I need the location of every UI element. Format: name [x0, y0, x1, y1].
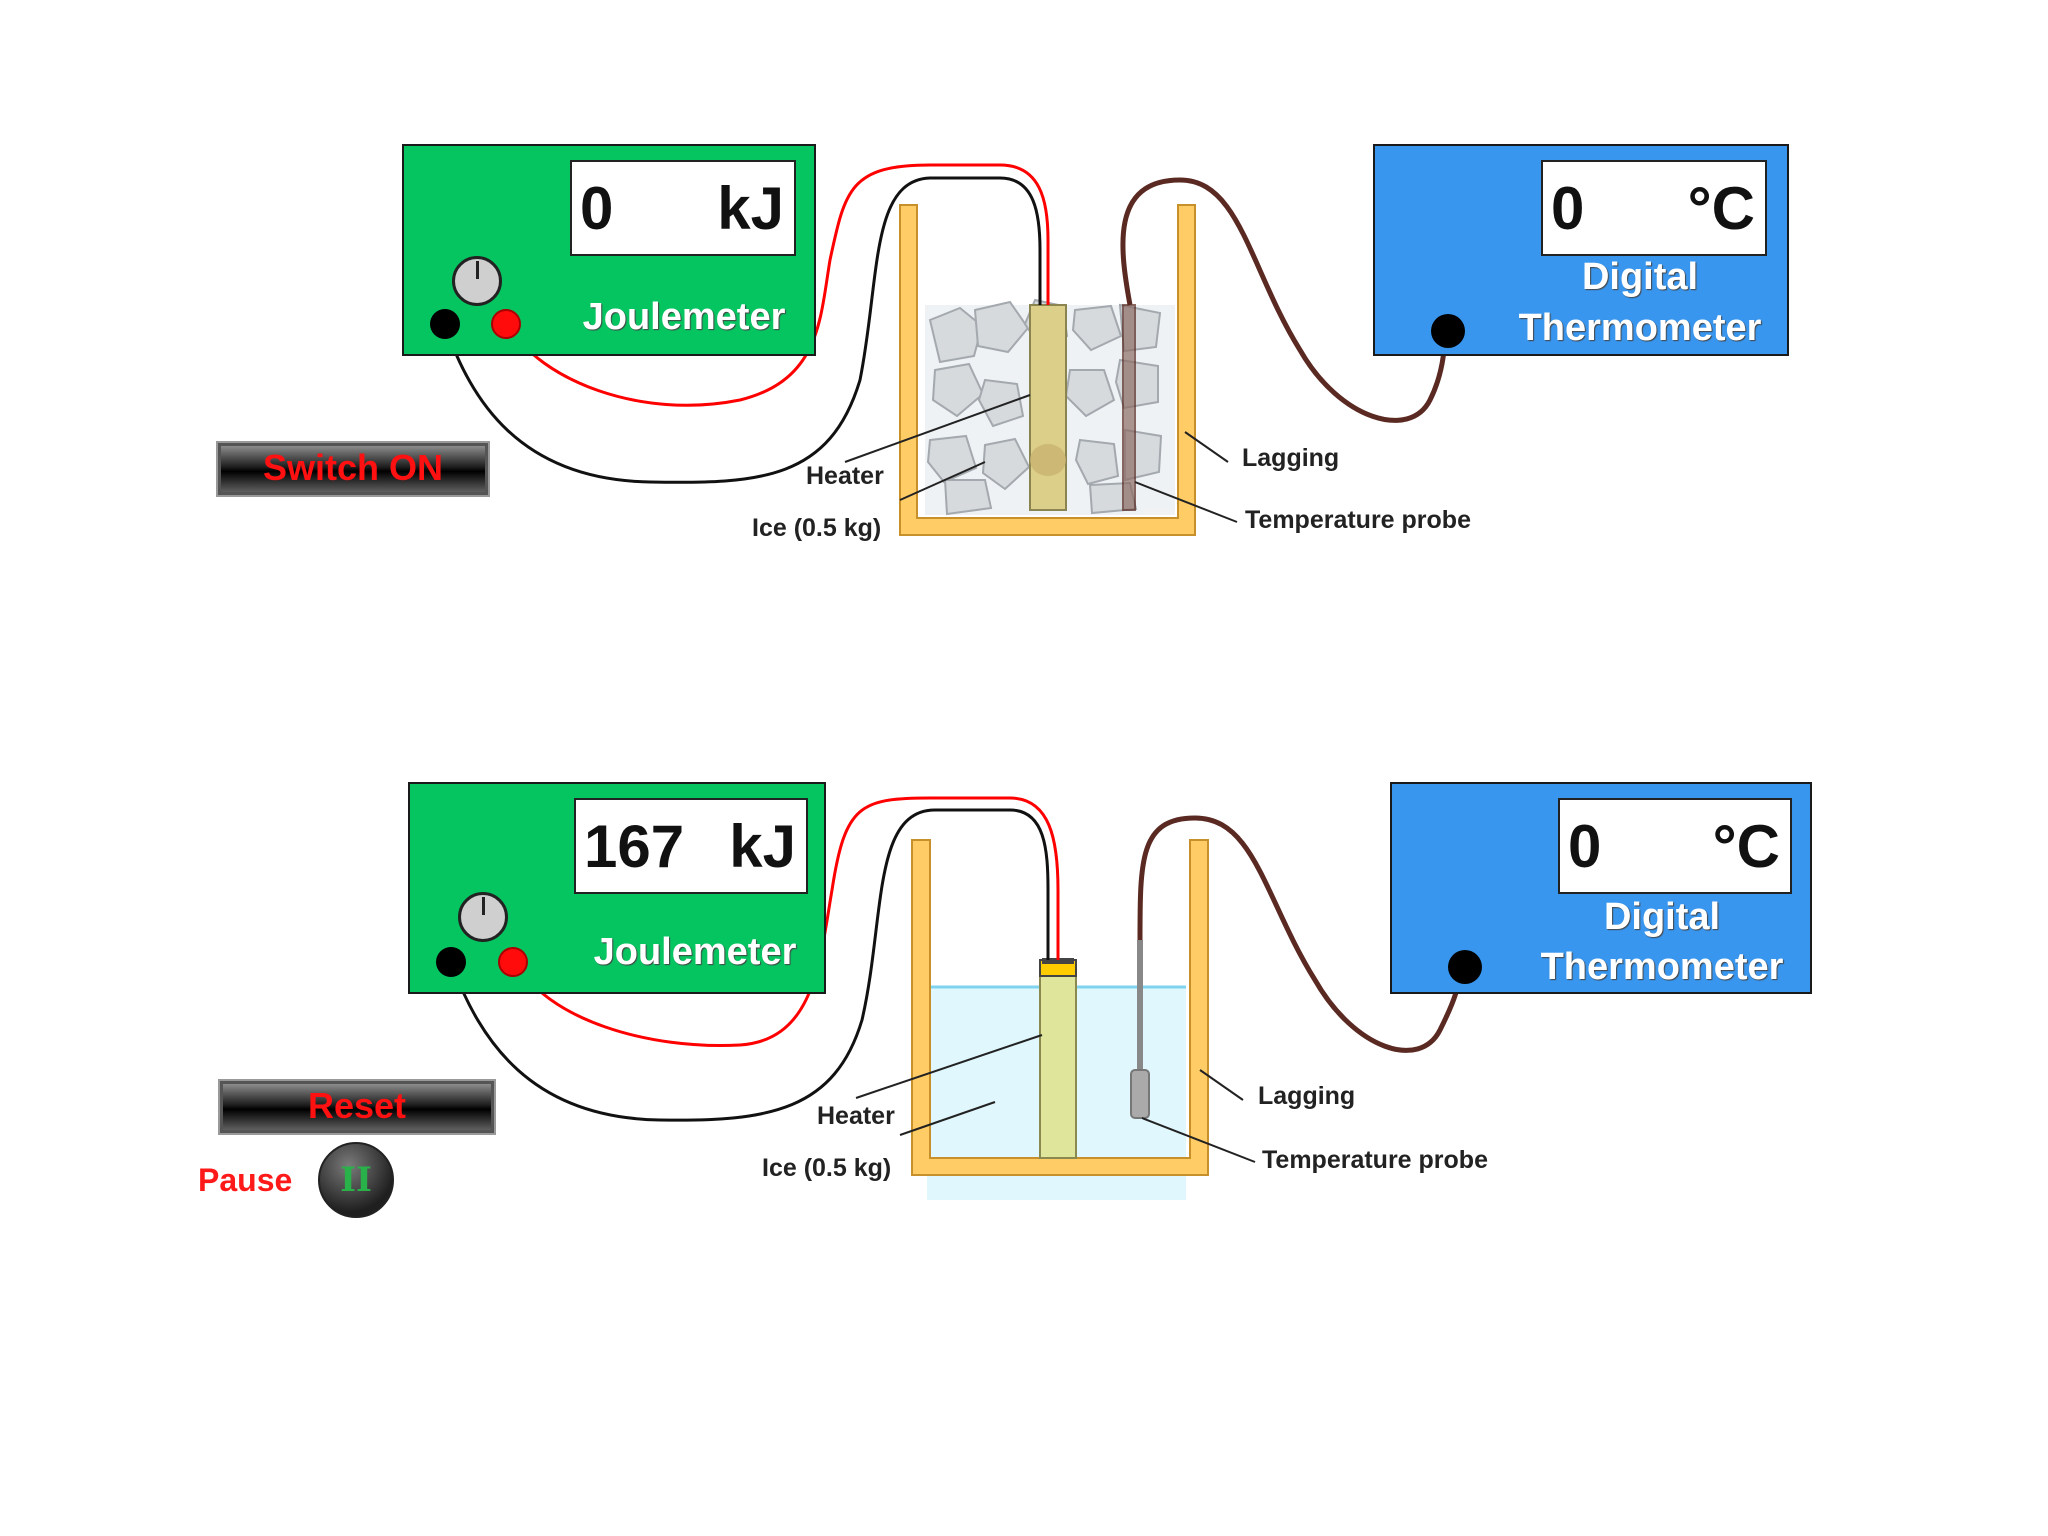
- red-terminal: [491, 309, 521, 339]
- heater-label: Heater: [806, 462, 884, 490]
- red-wire: [506, 163, 1050, 407]
- joulemeter-label: Joulemeter: [593, 931, 797, 973]
- pause-label: Pause: [198, 1162, 293, 1198]
- apparatus-diagram: [450, 796, 1463, 1200]
- temperature-unit: °C: [1687, 175, 1755, 242]
- temperature-probe: [1122, 304, 1136, 511]
- temperature-value: 0: [1568, 813, 1602, 880]
- heater-element: [1029, 304, 1067, 511]
- joulemeter-knob[interactable]: [452, 256, 502, 306]
- energy-unit: kJ: [729, 813, 796, 880]
- apparatus-diagram: [443, 163, 1448, 536]
- energy-unit: kJ: [717, 175, 784, 242]
- red-terminal: [498, 947, 528, 977]
- digital-thermometer: 0 °C Digital Thermometer: [1390, 782, 1812, 994]
- thermometer-label-line2: Thermometer: [1540, 946, 1784, 988]
- temperature-unit: °C: [1712, 813, 1780, 880]
- temperature-probe: [1130, 1069, 1150, 1119]
- red-wire: [513, 796, 1060, 1048]
- probe-wire: [1137, 815, 1463, 1053]
- digital-thermometer: 0 °C Digital Thermometer: [1373, 144, 1789, 356]
- pause-icon[interactable]: II: [318, 1142, 394, 1218]
- thermometer-label-line2: Thermometer: [1518, 307, 1762, 349]
- lagging-wall: [899, 204, 1196, 536]
- experiment-panel-before: 0 kJ Joulemeter 0 °C Digital Thermometer…: [0, 0, 2048, 560]
- joulemeter-knob[interactable]: [458, 892, 508, 942]
- energy-value: 0: [580, 175, 614, 242]
- black-terminal: [430, 309, 460, 339]
- joulemeter-label: Joulemeter: [582, 296, 786, 338]
- ice-label: Ice (0.5 kg): [752, 514, 882, 542]
- temperature-probe-label: Temperature probe: [1245, 506, 1471, 534]
- heater-element: [1039, 969, 1077, 1159]
- joulemeter: 167 kJ Joulemeter: [408, 782, 826, 994]
- probe-wire: [1120, 177, 1448, 423]
- temperature-probe-label: Temperature probe: [1262, 1146, 1488, 1174]
- energy-display: 167 kJ: [574, 798, 808, 894]
- black-wire: [443, 176, 1042, 484]
- ice-label: Ice (0.5 kg): [762, 1154, 892, 1182]
- temperature-display: 0 °C: [1541, 160, 1767, 256]
- energy-value: 167: [584, 813, 685, 880]
- energy-display: 0 kJ: [570, 160, 796, 256]
- thermometer-label-line1: Digital: [1581, 256, 1699, 298]
- switch-on-button[interactable]: Switch ON: [216, 441, 490, 497]
- lagging-label: Lagging: [1242, 444, 1340, 472]
- lagging-wall: [911, 839, 1209, 1176]
- joulemeter: 0 kJ Joulemeter: [402, 144, 816, 356]
- temperature-value: 0: [1551, 175, 1585, 242]
- lagging-label: Lagging: [1258, 1082, 1356, 1110]
- black-terminal: [436, 947, 466, 977]
- thermometer-label-line1: Digital: [1603, 896, 1721, 938]
- temperature-display: 0 °C: [1558, 798, 1792, 894]
- probe-terminal: [1431, 314, 1465, 348]
- experiment-panel-after: 167 kJ Joulemeter 0 °C Digital Thermomet…: [0, 640, 2048, 1218]
- reset-button[interactable]: Reset: [218, 1079, 496, 1135]
- heater-label: Heater: [817, 1102, 895, 1130]
- probe-terminal: [1448, 950, 1482, 984]
- black-wire: [450, 808, 1050, 1122]
